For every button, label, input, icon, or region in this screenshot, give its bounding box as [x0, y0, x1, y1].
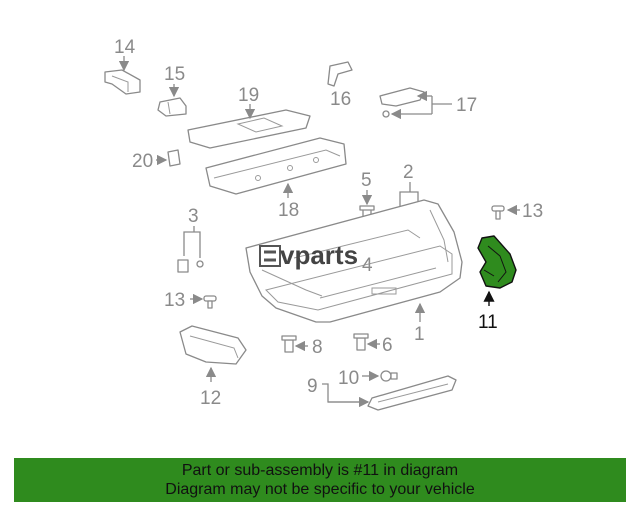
banner-line-part-info: Part or sub-assembly is #11 in diagram: [181, 462, 459, 479]
callout-13-right: 13: [522, 201, 543, 222]
callout-12: 12: [200, 388, 221, 409]
callout-16: 16: [330, 89, 351, 110]
callout-15: 15: [164, 64, 185, 85]
part-8-bolt: [281, 335, 297, 353]
part-13-screw-right: [491, 205, 505, 220]
callout-5: 5: [361, 170, 372, 191]
part-1-bumper-cover: [245, 199, 463, 323]
callout-6: 6: [382, 335, 393, 356]
callout-10: 10: [338, 368, 359, 389]
part-19-reinforcement-upper: [187, 109, 311, 149]
callout-4-center: 4: [362, 255, 373, 276]
part-12-extension: [179, 325, 247, 365]
part-17-bracket: [379, 87, 425, 118]
callout-9: 9: [307, 376, 318, 397]
callout-13-left: 13: [164, 290, 185, 311]
callout-2: 2: [403, 162, 414, 183]
part-15-clip: [157, 97, 187, 117]
callout-8: 8: [312, 337, 323, 358]
part-13-screw-left: [203, 295, 217, 309]
callout-19: 19: [238, 85, 259, 106]
part-3-bracket: [177, 259, 204, 273]
callout-14: 14: [114, 37, 136, 58]
parts-diagram: 14 15 19 20 18 16 17: [104, 37, 543, 411]
callout-1: 1: [414, 324, 425, 345]
callout-3: 3: [188, 206, 199, 227]
part-14-bracket: [104, 69, 141, 95]
part-6-bolt: [353, 333, 369, 351]
watermark-logo: vparts: [259, 240, 358, 270]
callout-18: 18: [278, 200, 299, 221]
callout-20: 20: [132, 151, 153, 172]
banner-line-disclaimer: Diagram may not be specific to your vehi…: [165, 481, 475, 498]
part-10-grommet: [380, 370, 398, 382]
part-9-step-pad: [367, 375, 457, 411]
part-11-bracket-highlighted: [477, 235, 517, 289]
part-20-bracket: [167, 149, 181, 167]
watermark-text: vparts: [280, 240, 358, 270]
info-banner: Part or sub-assembly is #11 in diagram D…: [14, 458, 626, 502]
part-16-bracket: [327, 61, 353, 87]
callout-17: 17: [456, 95, 477, 116]
callout-11: 11: [478, 312, 498, 333]
part-18-reinforcement-beam: [205, 137, 347, 195]
